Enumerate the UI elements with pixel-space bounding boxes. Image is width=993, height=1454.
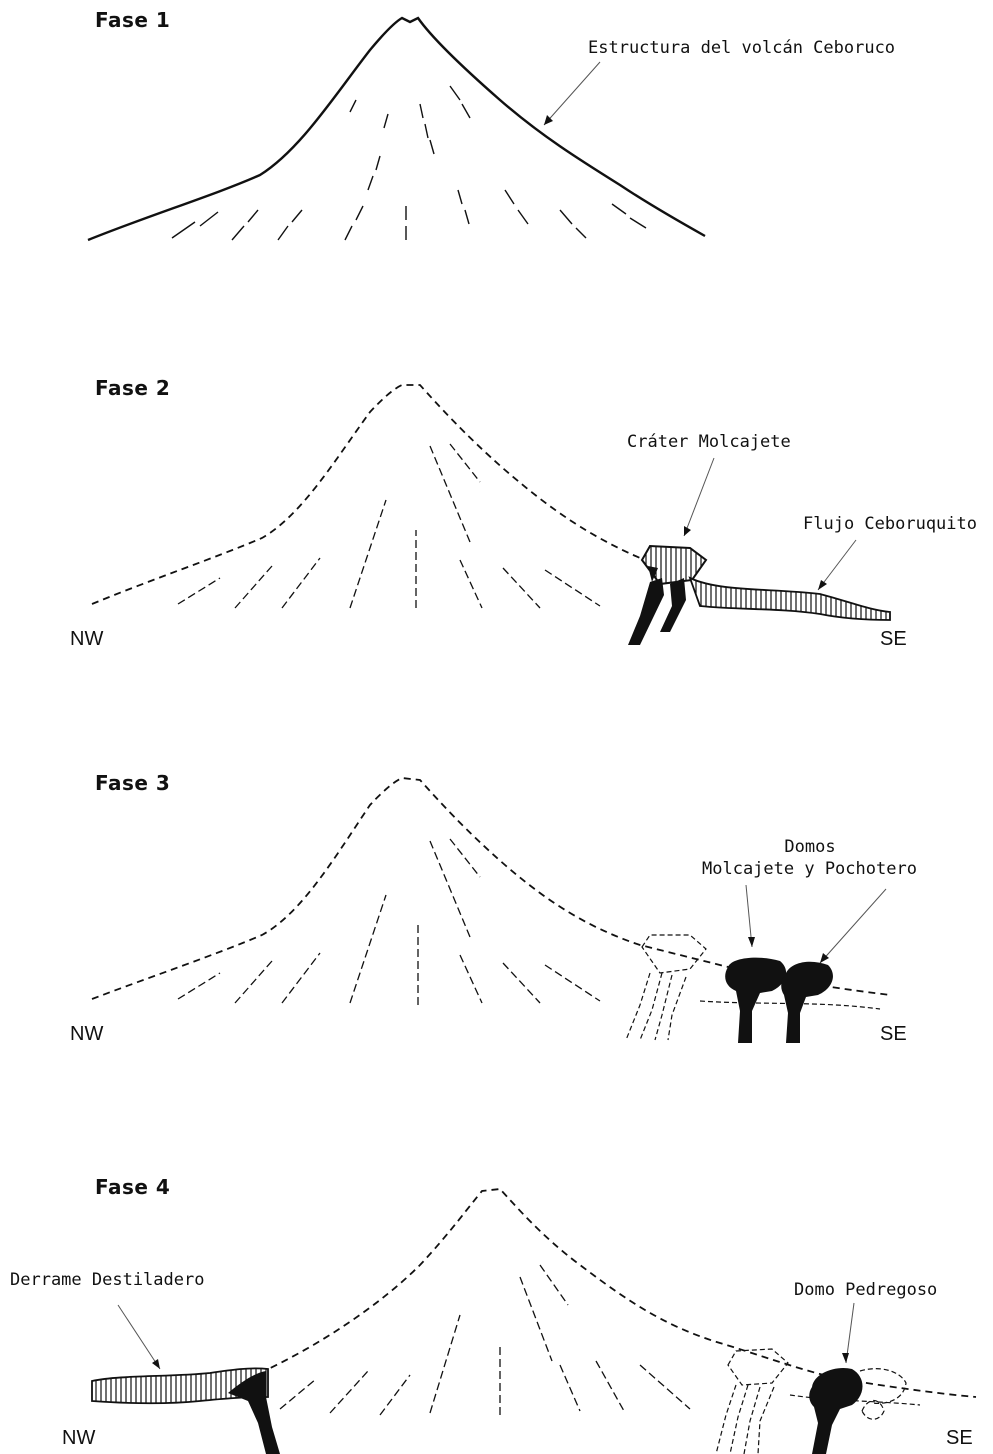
phase-4-drawing: [0, 1165, 993, 1454]
direction-se: SE: [880, 628, 907, 651]
label-domes-line2: Molcajete y Pochotero: [702, 859, 917, 879]
dome-pochotero: [781, 962, 833, 1043]
label-dome-pedregoso: Domo Pedregoso: [794, 1280, 937, 1300]
phase-3-drawing: [0, 765, 993, 1065]
direction-se: SE: [946, 1427, 973, 1450]
phase-4: Fase 4: [0, 1165, 993, 1454]
label-lava-destiladero: Derrame Destiladero: [10, 1270, 204, 1290]
label-flow-ceboruquito: Flujo Ceboruquito: [803, 514, 977, 534]
phase-1: Fase 1 Estructura del volcán Ceboruco: [0, 0, 993, 300]
phase-3: Fase 3 Domos Molcajete y Pochotero NW S: [0, 765, 993, 1065]
direction-nw: NW: [62, 1427, 95, 1450]
phase-2: Fase 2 Cráter Molcajete Flujo Ceb: [0, 370, 993, 670]
feeder-dike: [628, 578, 664, 645]
label-volcano-structure: Estructura del volcán Ceboruco: [588, 38, 895, 58]
label-crater-molcajete: Cráter Molcajete: [627, 432, 791, 452]
direction-se: SE: [880, 1023, 907, 1046]
volcano-dashed-profile: [92, 385, 640, 604]
dome-molcajete: [725, 958, 786, 1043]
label-domes-line1: Domos: [760, 837, 860, 857]
direction-nw: NW: [70, 1023, 103, 1046]
dome-pedregoso: [809, 1368, 862, 1454]
direction-nw: NW: [70, 628, 103, 651]
flow-ceboruquito: [690, 578, 890, 620]
